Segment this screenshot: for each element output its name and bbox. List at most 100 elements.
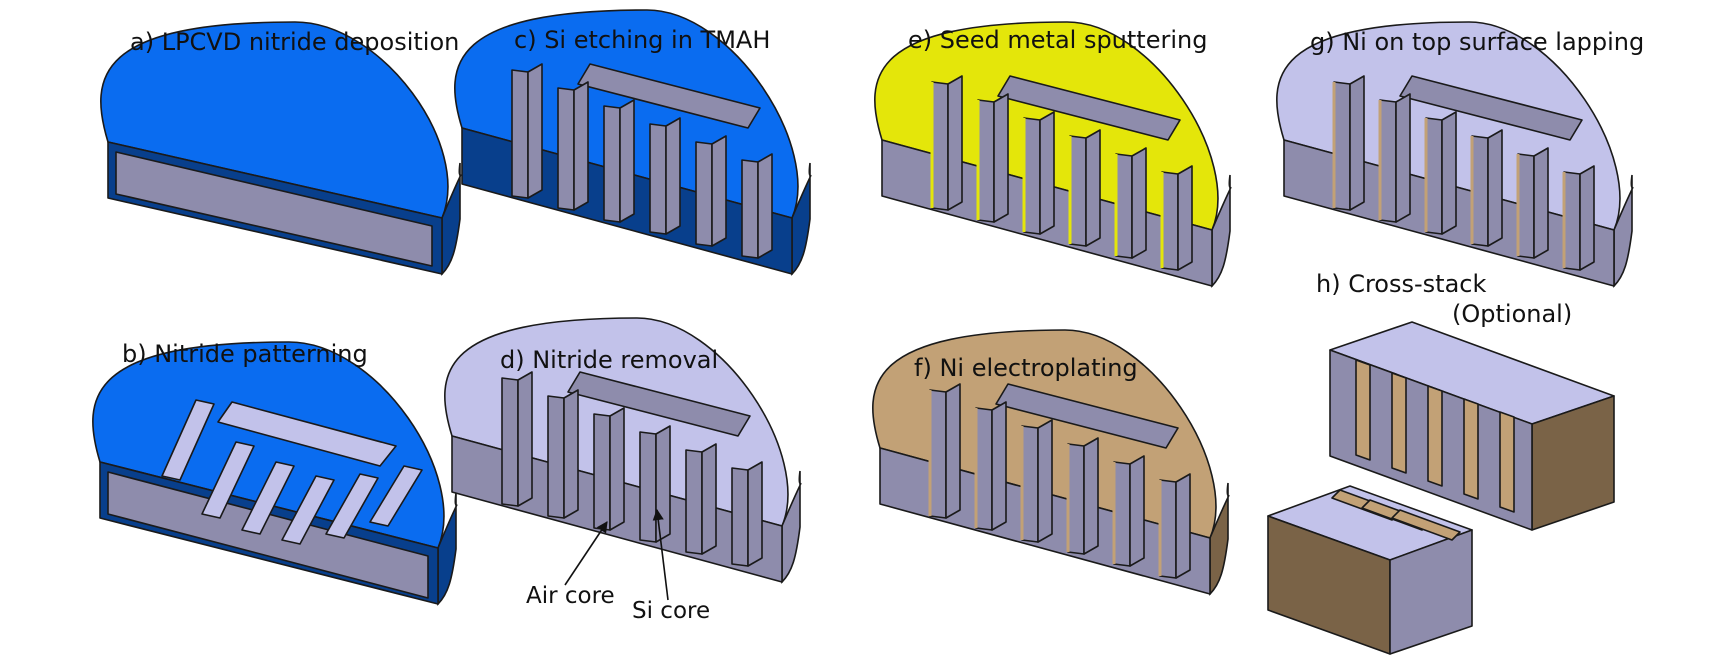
step-f-label: f) Ni electroplating — [914, 354, 1138, 382]
trench-wall — [1067, 443, 1085, 555]
trench-side — [563, 389, 579, 519]
air-core-arrow — [564, 521, 608, 586]
trench-side — [1129, 455, 1145, 567]
trench-wall — [1161, 171, 1179, 271]
trench-side — [1487, 129, 1503, 247]
upper-fin — [1355, 359, 1371, 461]
trench-side — [1395, 93, 1411, 223]
trench-side — [747, 461, 763, 567]
trench-wall — [1563, 171, 1581, 271]
panel-d-nitride-removal — [444, 317, 802, 584]
trench-side — [1579, 165, 1595, 271]
spine-trench — [997, 75, 1181, 141]
trench-wall — [649, 123, 667, 235]
comb-finger-opening — [325, 473, 379, 539]
lower-block-right — [1389, 529, 1473, 655]
trench-side — [1441, 111, 1457, 235]
lower-slot — [1391, 509, 1461, 541]
panel-h-cross-stack — [1267, 321, 1615, 655]
trench-side — [701, 443, 717, 555]
trench-wall — [685, 449, 703, 555]
step-c-label: c) Si etching in TMAH — [514, 26, 771, 54]
si-core-label: Si core — [632, 598, 711, 624]
trench-side — [1039, 111, 1055, 235]
trench-wall — [511, 69, 529, 199]
wafer-right-side — [1211, 174, 1232, 288]
panel-b-nitride-patterning — [92, 341, 458, 606]
air-core-label: Air core — [526, 583, 615, 609]
panel-g-top-lapping — [1276, 21, 1634, 288]
comb-finger-opening — [281, 475, 335, 545]
panel-e-seed-metal — [874, 21, 1232, 288]
step-d-label: d) Nitride removal — [500, 346, 719, 374]
wafer-right-side — [441, 162, 462, 276]
step-g-label: g) Ni on top surface lapping — [1310, 28, 1645, 56]
step-h-label: h) Cross-stack — [1316, 270, 1487, 298]
wafer-top-surface — [100, 21, 449, 219]
trench-side — [1083, 437, 1099, 555]
trench-wall — [731, 467, 749, 567]
trench-wall — [547, 395, 565, 519]
trench-wall — [695, 141, 713, 247]
trench-side — [993, 93, 1009, 223]
trench-wall — [557, 87, 575, 211]
trench-side — [527, 63, 543, 199]
silicon-core-face — [115, 151, 433, 267]
trench-wall — [1471, 135, 1489, 247]
trench-wall — [1115, 153, 1133, 259]
panel-a-nitride-deposition — [100, 21, 462, 276]
wafer-right-side — [1209, 482, 1230, 596]
step-h-sublabel: (Optional) — [1452, 300, 1573, 328]
step-b-label: b) Nitride patterning — [122, 340, 368, 368]
trench-side — [945, 383, 961, 519]
spine-trench — [1399, 75, 1583, 141]
wafer-right-side — [437, 492, 458, 606]
trench-wall — [501, 377, 519, 507]
trench-side — [573, 81, 589, 211]
trench-side — [517, 371, 533, 507]
wafer-right-side — [781, 470, 802, 584]
si-core-arrow — [652, 508, 669, 601]
trench-wall — [929, 389, 947, 519]
trench-side — [609, 407, 625, 531]
trench-wall — [593, 413, 611, 531]
trench-side — [711, 135, 727, 247]
step-e-label: e) Seed metal sputtering — [908, 26, 1208, 54]
trench-wall — [1069, 135, 1087, 247]
trench-side — [1177, 165, 1193, 271]
trench-wall — [1021, 425, 1039, 543]
trench-wall — [1379, 99, 1397, 223]
panel-c-si-etching — [454, 9, 812, 276]
panel-f-ni-electroplating — [872, 329, 1230, 596]
comb-spine-opening — [217, 401, 397, 467]
trench-side — [665, 117, 681, 235]
trench-wall — [1425, 117, 1443, 235]
trench-wall — [639, 431, 657, 543]
trench-side — [1085, 129, 1101, 247]
trench-wall — [1113, 461, 1131, 567]
step-a-label: a) LPCVD nitride deposition — [130, 28, 460, 56]
trench-wall — [1023, 117, 1041, 235]
trench-side — [619, 99, 635, 223]
trench-wall — [931, 81, 949, 211]
trench-side — [991, 401, 1007, 531]
annotation-arrows — [564, 508, 669, 601]
spine-trench — [577, 63, 761, 129]
trench-side — [1175, 473, 1191, 579]
silicon-core-face — [107, 471, 429, 599]
trench-wall — [1159, 479, 1177, 579]
trench-wall — [741, 159, 759, 259]
spine-trench — [567, 371, 751, 437]
comb-finger-opening — [369, 465, 423, 527]
trench-wall — [1333, 81, 1351, 211]
spine-trench — [995, 383, 1179, 449]
trench-side — [1349, 75, 1365, 211]
trench-wall — [977, 99, 995, 223]
wafer-right-side — [1613, 174, 1634, 288]
trench-side — [1131, 147, 1147, 259]
upper-fin — [1391, 372, 1407, 474]
comb-finger-opening — [201, 441, 255, 519]
comb-finger-opening — [241, 461, 295, 535]
trench-side — [757, 153, 773, 259]
